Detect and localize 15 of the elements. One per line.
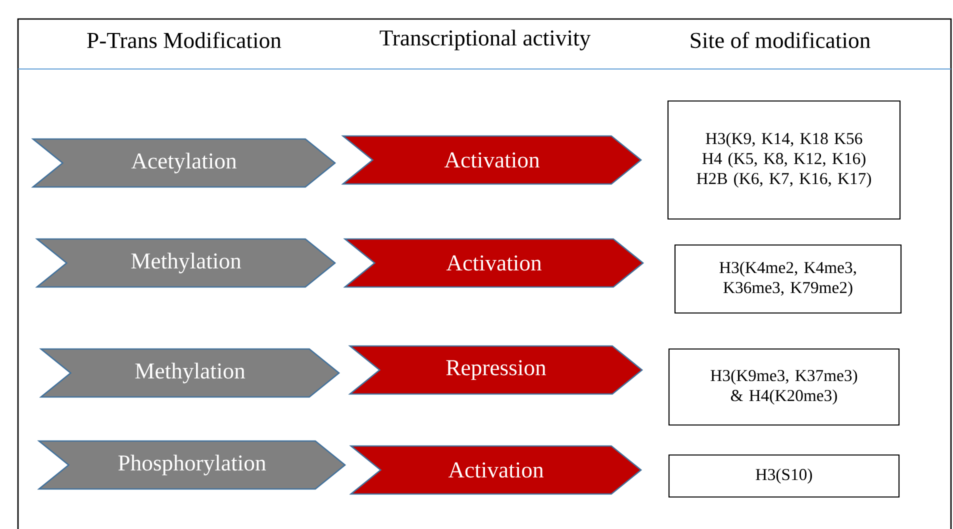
site-box: H3(K4me2, K4me3, K36me3, K79me2) xyxy=(674,244,902,314)
column-header: P-Trans Modification xyxy=(87,32,282,48)
chevron-banner: Repression xyxy=(348,345,644,395)
column-header: Transcriptional activity xyxy=(380,30,591,50)
site-box: H3(K9, K14, K18 K56 H4 (K5, K8, K12, K16) H2B (K6, K7, K16, K17) xyxy=(667,100,901,220)
chevron-banner: Methylation xyxy=(35,238,336,288)
site-box: H3(S10) xyxy=(668,454,900,498)
chevron-banner: Phosphorylation xyxy=(37,440,346,490)
chevron-banner: Activation xyxy=(341,135,642,185)
chevron-banner: Activation xyxy=(349,445,642,495)
column-header: Site of modification xyxy=(690,32,870,48)
chevron-banner: Methylation xyxy=(39,348,340,398)
chevron-banner: Activation xyxy=(343,238,644,288)
chevron-banner: Acetylation xyxy=(31,138,336,188)
site-box: H3(K9me3, K37me3) & H4(K20me3) xyxy=(668,348,900,426)
